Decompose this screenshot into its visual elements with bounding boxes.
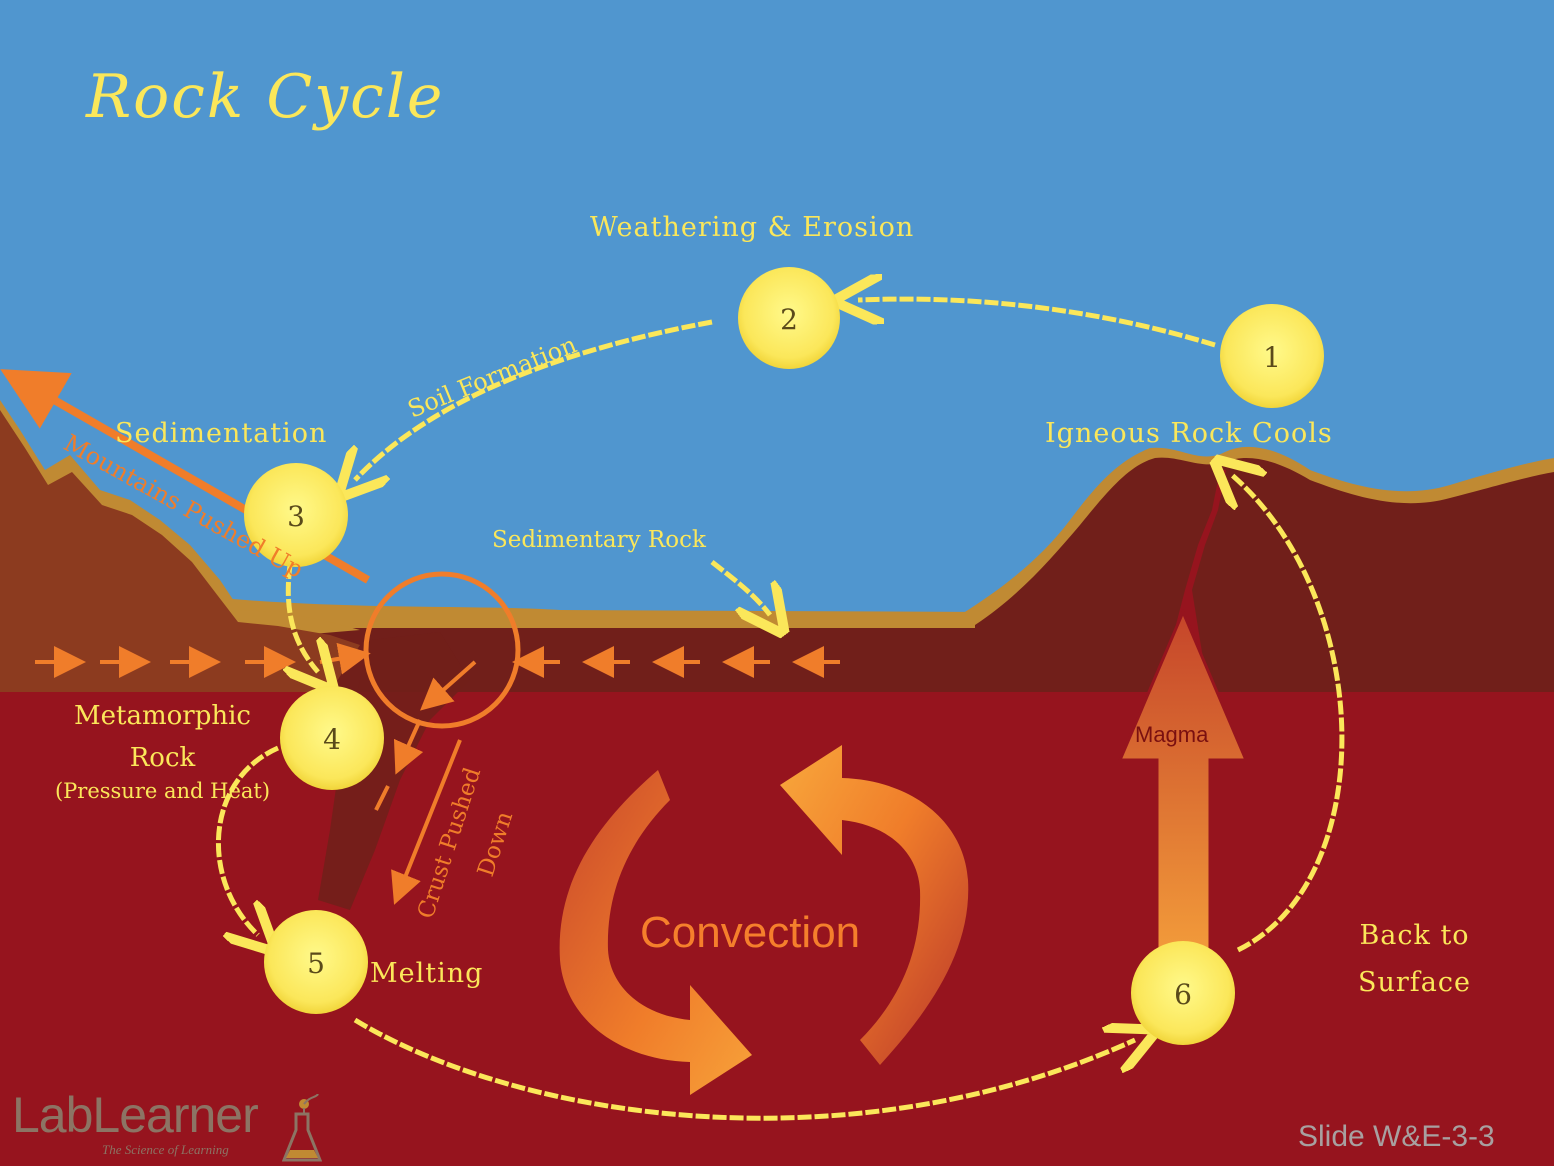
arrow-6-to-1 [1232,475,1345,953]
cycle-arrows [215,299,1345,1121]
left-mountains-rock [0,410,360,692]
step-2-circle [738,267,840,369]
step-4-circle [280,686,384,790]
sedimentary-rock-pointer [710,560,770,615]
step-4-number: 4 [323,723,341,756]
convection-label: Convection [640,908,861,957]
step-1-label: Igneous Rock Cools [1045,418,1333,449]
convection-arrow-right [780,745,969,1065]
step-1-number: 1 [1263,341,1281,374]
logo-tagline: The Science of Learning [102,1142,229,1157]
step-4-label-line-3: (Pressure and Heat) [54,779,271,804]
sedimentary-rock-label: Sedimentary Rock [492,527,706,553]
step-3-number: 3 [287,500,305,533]
flask-icon [282,1094,322,1162]
arrow-3-to-4 [288,564,318,672]
lablearner-logo: LabLearner The Science of Learning [12,1086,322,1162]
step-6-circle [1131,941,1235,1045]
step-5-label: Melting [370,958,484,989]
step-5-number: 5 [307,947,325,980]
arrow-5-to-6 [353,1017,1135,1121]
step-2-label: Weathering & Erosion [590,212,915,243]
step-6-label-line-2: Surface [1358,967,1471,999]
step-4-label-line-1: Metamorphic [74,701,251,731]
step-5-circle [264,910,368,1014]
step-6-label-line-1: Back to [1359,920,1470,951]
step-6-number: 6 [1174,978,1192,1011]
step-1-circle [1220,304,1324,408]
step-4-label: Metamorphic Rock (Pressure and Heat) [15,696,310,804]
arrow-1-to-2 [858,299,1216,348]
subduction-arrow [420,660,477,711]
diagram-title: Rock Cycle [86,62,445,132]
logo-name: LabLearner [12,1087,259,1143]
arrow-2-to-3 [355,319,713,480]
step-3-label: Sedimentation [115,418,328,449]
volcano-rock [975,457,1554,692]
slide-id: Slide W&E-3-3 [1298,1120,1495,1153]
step-6-label: Back to Surface [1332,912,1497,1007]
magma-label: Magma [1135,722,1209,747]
subduction-zone-circle [363,571,521,729]
step-3-circle [244,463,348,567]
step-2-number: 2 [780,303,798,336]
crust-pushed-down-arrows [374,719,462,905]
step-4-label-line-2: Rock [129,742,196,773]
convection-arrow-left [559,770,752,1095]
arrow-4-to-5 [215,745,278,935]
